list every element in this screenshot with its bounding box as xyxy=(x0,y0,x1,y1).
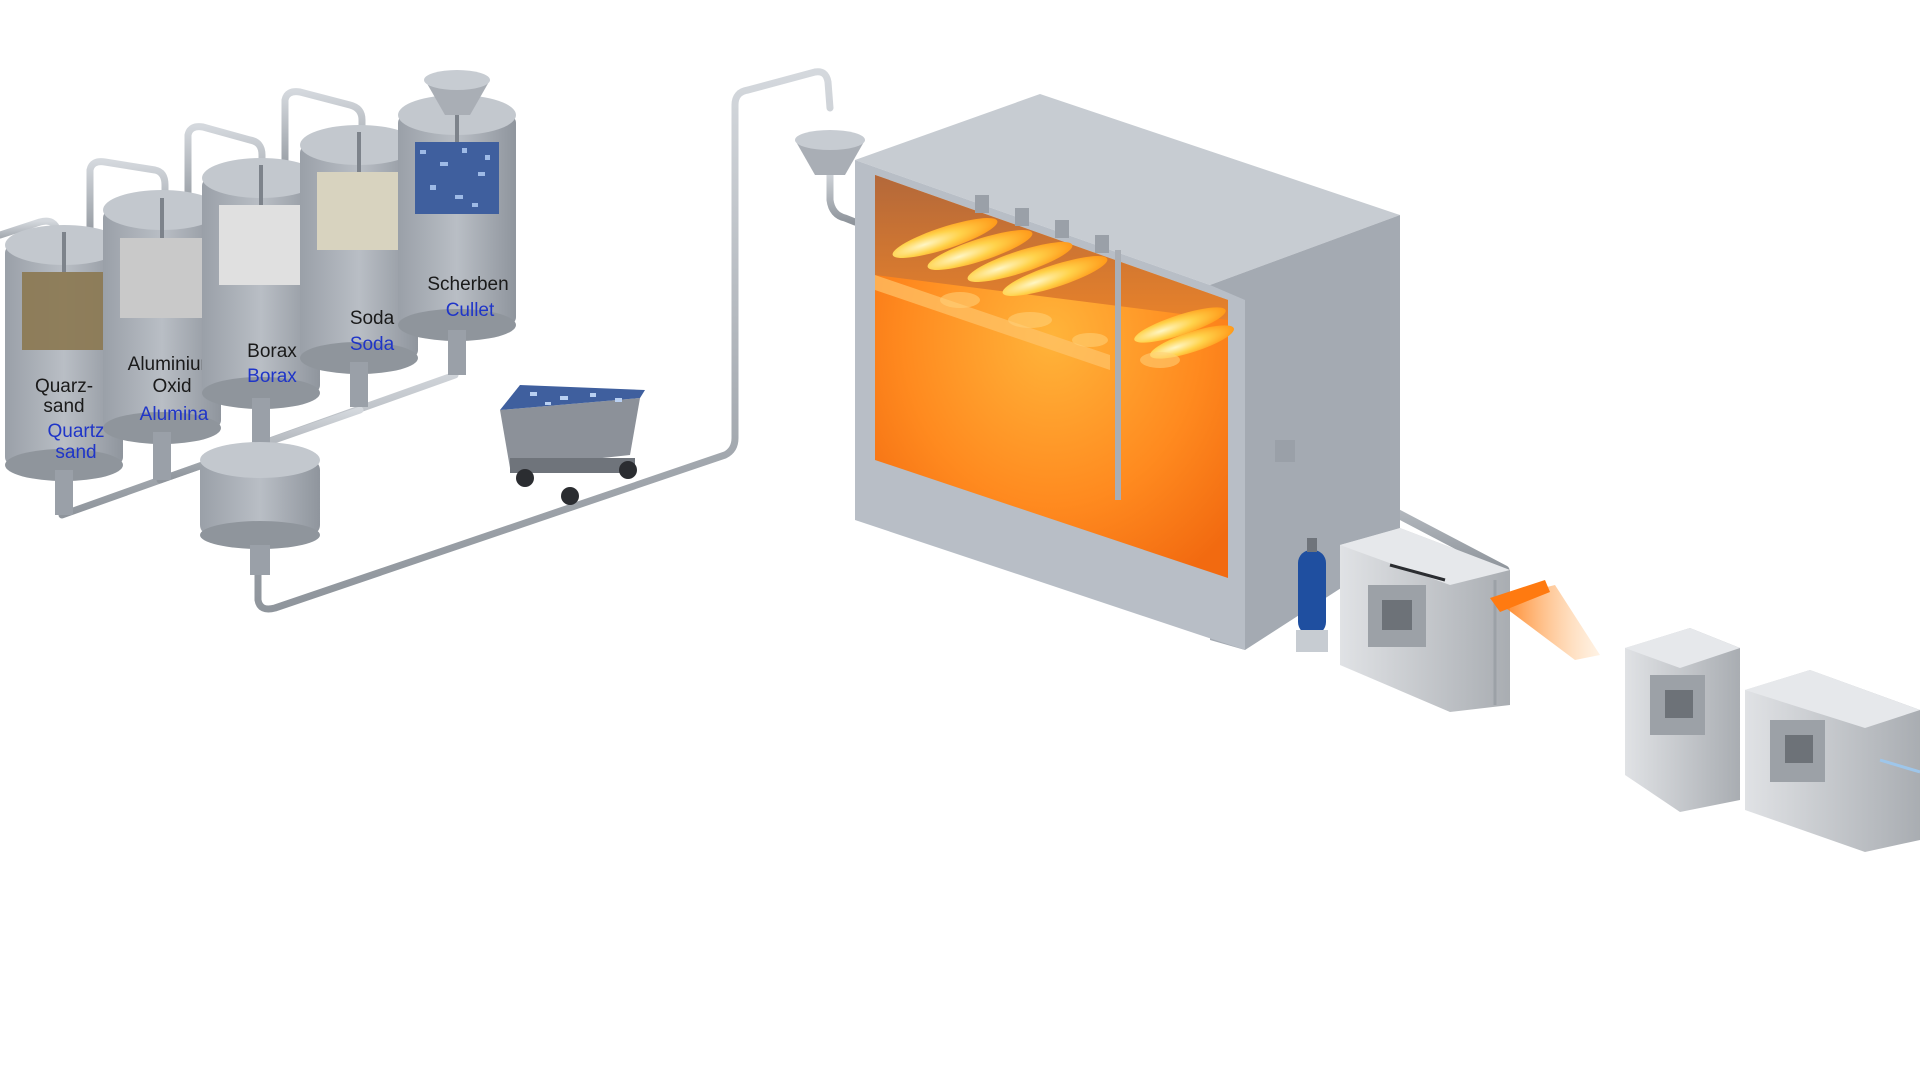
furnace-feed-hopper xyxy=(795,130,865,175)
label-en-alumina: Alumina xyxy=(140,404,209,425)
silo-alumina: Aluminium Oxid Alumina xyxy=(103,190,221,480)
inlet-pipe-borax xyxy=(184,123,266,219)
batch-mixer xyxy=(200,442,320,575)
feed-pipe-to-furnace xyxy=(254,68,834,613)
label-de-quartz-2: sand xyxy=(43,396,84,417)
forming-machine-3 xyxy=(1745,670,1920,852)
label-de-alumina-1: Aluminium xyxy=(128,354,217,375)
label-de-quartz-1: Quarz- xyxy=(35,376,93,397)
melting-furnace xyxy=(855,94,1400,650)
cullet-material xyxy=(415,142,499,214)
quartz-sand-material xyxy=(22,272,106,350)
glass-fiber-output xyxy=(1879,758,1920,774)
label-en-quartz-2: sand xyxy=(55,442,96,463)
label-de-borax: Borax xyxy=(247,341,297,362)
forming-machine-2 xyxy=(1625,628,1740,812)
label-en-soda: Soda xyxy=(350,334,395,355)
furnace-divider-wall xyxy=(1115,250,1121,500)
inlet-pipe-soda xyxy=(281,88,366,184)
soda-material xyxy=(317,172,401,250)
gas-cylinder-icon xyxy=(1296,538,1328,652)
molten-glass-stream xyxy=(1490,580,1600,660)
flame-icon xyxy=(892,218,1234,359)
label-en-cullet: Cullet xyxy=(446,300,495,321)
borax-material xyxy=(219,205,303,285)
silo-borax: Borax Borax xyxy=(202,158,320,443)
label-en-quartz-1: Quartz xyxy=(47,421,104,442)
label-de-alumina-2: Oxid xyxy=(152,376,191,397)
silo-cullet: Scherben Cullet xyxy=(398,70,516,375)
feed-pipe-drop xyxy=(826,166,859,226)
forming-machine-1 xyxy=(1340,528,1510,712)
silo-soda: Soda Soda xyxy=(300,125,418,407)
inlet-pipe-alumina xyxy=(86,158,169,244)
label-de-soda: Soda xyxy=(350,308,395,329)
label-de-cullet: Scherben xyxy=(427,274,508,295)
cullet-cart-icon xyxy=(500,385,645,505)
label-en-borax: Borax xyxy=(247,366,297,387)
silo-quartz-sand: Quarz- sand Quartz sand xyxy=(5,225,123,515)
alumina-material xyxy=(120,238,204,318)
